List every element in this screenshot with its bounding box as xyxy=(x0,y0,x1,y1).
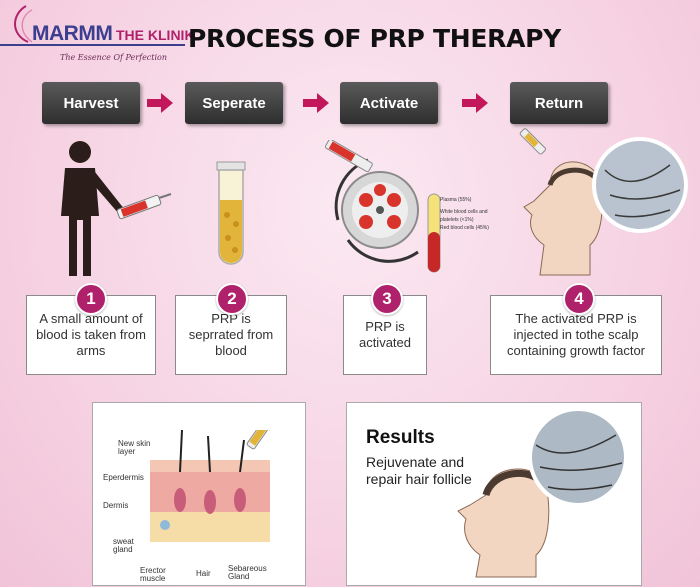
step-activate-button: Activate xyxy=(340,82,438,124)
arrow-right-icon xyxy=(147,93,173,113)
label-epidermis: Eperdermis xyxy=(103,473,144,482)
test-tube-icon xyxy=(216,161,246,265)
label-dermis: Dermis xyxy=(103,501,129,510)
arrow-right-icon xyxy=(462,93,488,113)
brand-swirl-icon xyxy=(14,5,33,43)
skin-cross-section-icon xyxy=(150,430,275,542)
label-erector-muscle: Erector muscle xyxy=(140,566,166,583)
tube-label-red-cells: Red blood cells (45%) xyxy=(440,225,489,231)
label-sweat-gland: sweat gland xyxy=(113,537,134,554)
step-number-3: 3 xyxy=(371,283,403,315)
step-number-1: 1 xyxy=(75,283,107,315)
step-return-button: Return xyxy=(510,82,608,124)
page-title: PROCESS OF PRP THERAPY xyxy=(188,24,561,53)
logo-divider xyxy=(0,44,185,46)
tube-label-plasma: Plasma (55%) xyxy=(440,197,472,203)
brand-tagline: The Essence Of Perfection xyxy=(60,53,168,62)
results-title: Results xyxy=(366,427,435,448)
step-number-4: 4 xyxy=(563,283,595,315)
step-number-2: 2 xyxy=(216,283,248,315)
step-description-2: PRP is seprrated from blood xyxy=(175,295,287,375)
centrifuge-icon xyxy=(324,140,441,273)
step-separate-button: Seperate xyxy=(185,82,283,124)
magnified-scalp-icon xyxy=(592,137,688,233)
magnified-hair-icon xyxy=(528,407,628,507)
label-hair: Hair xyxy=(196,569,211,578)
step-harvest-button: Harvest xyxy=(42,82,140,124)
arrow-right-icon xyxy=(303,93,329,113)
blood-tube-icon xyxy=(427,193,441,273)
person-silhouette-icon xyxy=(61,141,172,276)
brand-name: MARMM xyxy=(32,22,113,45)
results-head-icon xyxy=(457,407,628,578)
results-text: Rejuvenate and repair hair follicle xyxy=(366,454,472,487)
syringe-icon xyxy=(116,193,172,220)
tube-label-white-cells: White blood cells and platelets (<1%) xyxy=(440,209,488,223)
brand-subtitle: THE KLINIK xyxy=(116,27,195,43)
head-profile-icon xyxy=(519,128,688,276)
label-sebaceous-gland: Sebareous Gland xyxy=(228,564,267,581)
label-new-skin: New skin layer xyxy=(118,439,151,456)
